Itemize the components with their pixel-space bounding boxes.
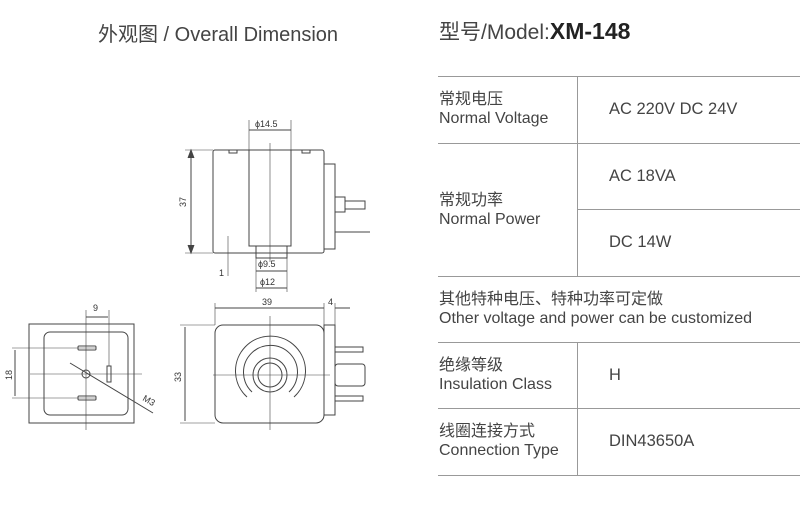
dim-plate: 4	[328, 297, 333, 307]
connection-value: DIN43650A	[609, 432, 695, 450]
connection-label: 线圈连接方式 Connection Type	[439, 422, 559, 460]
dim-pin-offset: 9	[93, 303, 98, 313]
dimension-heading: 外观图 / Overall Dimension	[98, 24, 339, 46]
side-view	[185, 120, 370, 292]
dim-dia-stub: ϕ12	[260, 277, 275, 287]
connection-label-en: Connection Type	[439, 442, 559, 459]
model-prefix: 型号/Model:	[439, 21, 550, 44]
insulation-label-zh: 绝缘等级	[439, 357, 504, 374]
power-ac-value: AC 18VA	[609, 167, 676, 185]
insulation-value: H	[609, 366, 621, 384]
model-heading: 型号/Model:XM-148	[439, 16, 630, 46]
dim-dia-outer: ϕ14.5	[255, 119, 278, 129]
dim-dia-inner: ϕ9.5	[258, 259, 276, 269]
dim-width: 39	[262, 297, 272, 307]
connection-label-zh: 线圈连接方式	[439, 423, 536, 440]
power-dc-value: DC 14W	[609, 233, 672, 251]
custom-note: 其他特种电压、特种功率可定做 Other voltage and power ca…	[439, 290, 752, 328]
voltage-value: AC 220V DC 24V	[609, 100, 738, 118]
dimension-drawing: ϕ14.5 37 1 ϕ9.5 ϕ12 39 4 33 18 9 M3	[4, 119, 370, 430]
dim-pin-spacing: 18	[4, 370, 14, 380]
insulation-label-en: Insulation Class	[439, 376, 552, 393]
custom-note-zh: 其他特种电压、特种功率可定做	[439, 291, 664, 308]
model-number: XM-148	[549, 18, 631, 44]
voltage-label: 常规电压 Normal Voltage	[439, 90, 548, 128]
power-label-en: Normal Power	[439, 211, 541, 228]
dim-height: 37	[178, 197, 188, 207]
front-view	[180, 303, 366, 430]
power-label-zh: 常规功率	[439, 192, 504, 209]
voltage-label-en: Normal Voltage	[439, 110, 549, 127]
power-label: 常规功率 Normal Power	[439, 191, 540, 229]
dim-gap: 1	[219, 268, 224, 278]
custom-note-en: Other voltage and power can be customize…	[439, 310, 753, 327]
dim-front-height: 33	[173, 372, 183, 382]
dim-screw: M3	[141, 393, 157, 408]
voltage-label-zh: 常规电压	[439, 91, 504, 108]
insulation-label: 绝缘等级 Insulation Class	[439, 356, 552, 394]
connector-view	[12, 310, 154, 430]
